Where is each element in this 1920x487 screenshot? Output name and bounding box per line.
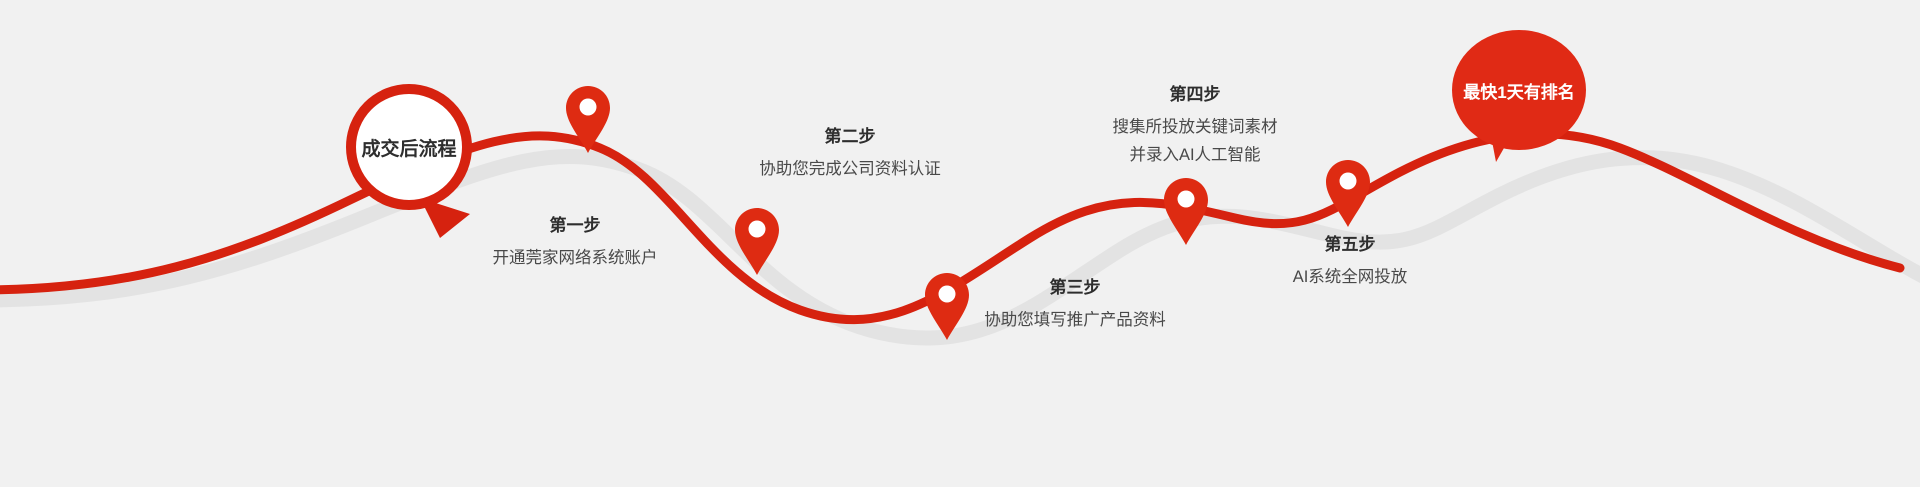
intro-bubble[interactable]: 成交后流程: [346, 84, 472, 210]
step-4-title: 第四步: [1169, 85, 1221, 104]
intro-bubble-tail: [420, 198, 470, 238]
step-4-desc-line-2: 并录入AI人工智能: [1129, 145, 1261, 164]
end-balloon[interactable]: 最快1天有排名: [1452, 30, 1586, 150]
step-1-label[interactable]: 第一步 开通莞家网络系统账户: [410, 213, 740, 272]
intro-bubble-label: 成交后流程: [361, 138, 457, 160]
step-1-desc-line-1: 开通莞家网络系统账户: [492, 249, 658, 268]
map-pin-marker-4[interactable]: [1164, 178, 1208, 245]
step-5-title: 第五步: [1324, 235, 1376, 254]
map-pin-marker-2[interactable]: [735, 208, 779, 275]
map-pin-marker-1[interactable]: [566, 86, 610, 153]
step-5-label[interactable]: 第五步 AI系统全网投放: [1200, 232, 1500, 291]
step-4-desc-line-1: 搜集所投放关键词素材: [1112, 118, 1278, 137]
step-5-desc-line-1: AI系统全网投放: [1292, 268, 1408, 287]
step-3-title: 第三步: [1049, 278, 1101, 297]
step-1-title: 第一步: [549, 216, 601, 235]
step-3-label[interactable]: 第三步 协助您填写推广产品资料: [905, 275, 1245, 334]
step-4-label[interactable]: 第四步 搜集所投放关键词素材 并录入AI人工智能: [1025, 82, 1365, 168]
step-2-desc-line-1: 协助您完成公司资料认证: [759, 160, 941, 179]
map-pin-marker-3[interactable]: [925, 273, 969, 340]
step-2-label[interactable]: 第二步 协助您完成公司资料认证: [685, 124, 1015, 183]
step-2-title: 第二步: [824, 127, 876, 146]
step-3-desc-line-1: 协助您填写推广产品资料: [984, 311, 1166, 330]
end-balloon-label: 最快1天有排名: [1463, 82, 1575, 102]
map-pin-marker-5[interactable]: [1326, 160, 1370, 227]
